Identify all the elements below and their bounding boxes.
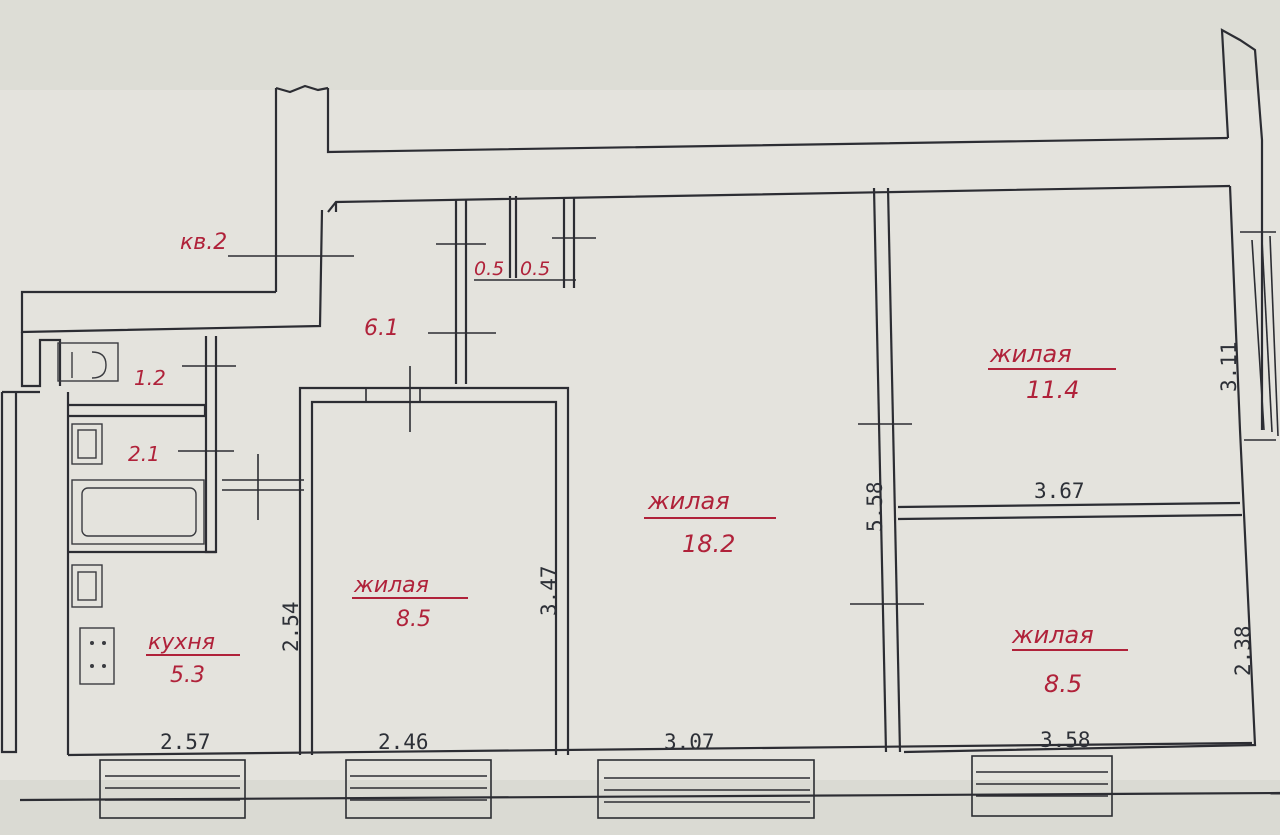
kitchen-name-label: кухня <box>148 630 215 655</box>
room-left-area-label: 8.5 <box>396 607 431 632</box>
room-top-right-width-dim: 3.67 <box>1034 479 1085 503</box>
room-top-right-depth-dim: 3.11 <box>1217 341 1241 392</box>
room-bottom-right-area-label: 8.5 <box>1044 670 1082 698</box>
kitchen-sink-icon <box>71 564 103 608</box>
room-bottom-right-name-label: жилая <box>1011 621 1094 649</box>
room-left-width-dim: 2.46 <box>378 730 429 754</box>
bathroom-area-label: 2.1 <box>128 442 160 466</box>
closet-2-area-label: 0.5 <box>520 258 550 280</box>
kitchen-width-dim: 2.57 <box>160 730 211 754</box>
stove-icon <box>79 627 115 685</box>
kitchen-area-label: 5.3 <box>170 663 205 688</box>
plumbing-fixtures <box>57 342 205 685</box>
room-center-area-label: 18.2 <box>682 530 735 558</box>
kitchen-depth-dim: 2.54 <box>279 601 303 652</box>
interior-walls <box>66 187 1243 755</box>
room-center-depth-dim: 5.58 <box>863 481 887 532</box>
room-top-right-name-label: жилая <box>989 340 1072 368</box>
washbasin-icon <box>71 423 103 465</box>
corridor-area-label: кв.2 <box>180 230 227 255</box>
hall-area-label: 6.1 <box>364 316 399 341</box>
toilet-area-label: 1.2 <box>134 366 166 390</box>
bottom-windows <box>99 755 1113 819</box>
room-center-width-dim: 3.07 <box>664 730 715 754</box>
room-bottom-right-depth-dim: 2.38 <box>1231 625 1255 676</box>
toilet-icon <box>57 342 119 382</box>
room-top-right-area-label: 11.4 <box>1026 376 1079 404</box>
room-center-name-label: жилая <box>647 487 730 515</box>
exterior-walls <box>0 28 1280 802</box>
room-left-depth-dim: 3.47 <box>537 565 561 616</box>
room-bottom-right-width-dim: 3.58 <box>1040 728 1091 752</box>
leader-lines <box>178 237 924 605</box>
closet-1-area-label: 0.5 <box>474 258 504 280</box>
room-left-name-label: жилая <box>353 573 429 598</box>
bathtub-icon <box>71 479 205 545</box>
